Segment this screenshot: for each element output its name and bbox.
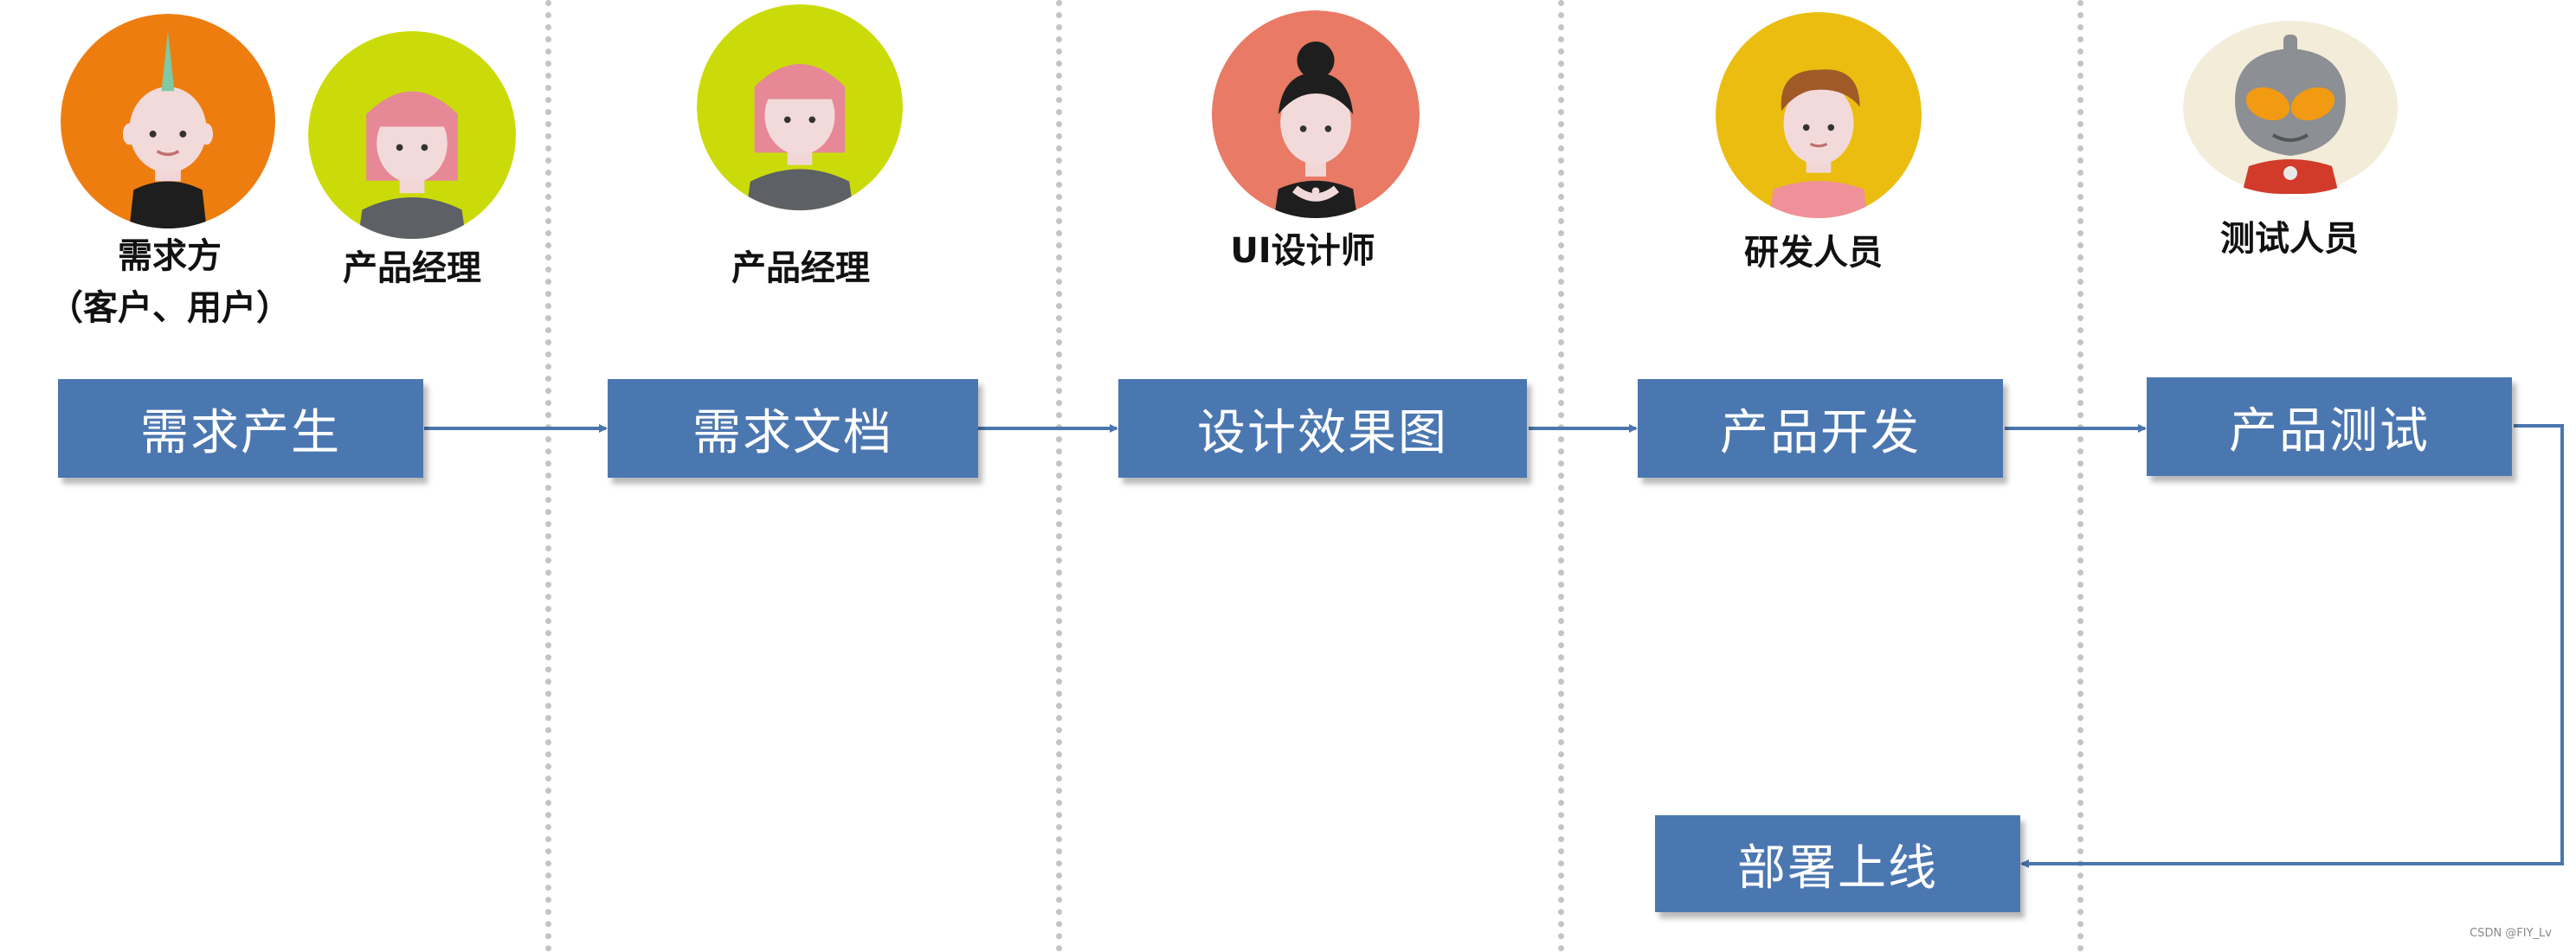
role-label-ui-designer: UI设计师 <box>1230 231 1375 271</box>
column-divider <box>2077 0 2083 952</box>
ui-designer-avatar-icon <box>1212 10 1420 218</box>
step-box-deployment: 部署上线 <box>1655 815 2020 912</box>
step-box-development: 产品开发 <box>1638 379 2003 478</box>
developer-avatar-icon <box>1716 12 1922 218</box>
column-divider <box>1056 0 1062 952</box>
role-label-developer: 研发人员 <box>1744 233 1883 273</box>
role-label-customer: 需求方 （客户、用户） <box>38 230 301 334</box>
role-label-customer-line2: （客户、用户） <box>48 288 291 328</box>
step-box-requirement-origin: 需求产生 <box>58 379 423 478</box>
customer-avatar-icon <box>61 14 275 228</box>
product-manager-avatar-icon <box>308 31 516 239</box>
arrow-s5-s6 <box>2020 424 2564 868</box>
column-divider <box>545 0 551 952</box>
role-label-tester: 测试人员 <box>2220 219 2359 259</box>
role-label-customer-line1: 需求方 <box>118 236 222 276</box>
product-manager-avatar-icon <box>697 4 903 210</box>
watermark: CSDN @FIY_Lv <box>2470 927 2552 940</box>
column-divider <box>1558 0 1564 952</box>
role-label-product-manager: 产品经理 <box>731 248 870 288</box>
tester-robot-avatar-icon <box>2183 21 2399 194</box>
step-box-requirement-doc: 需求文档 <box>608 379 978 478</box>
step-box-testing: 产品测试 <box>2147 377 2512 476</box>
step-box-design-mockup: 设计效果图 <box>1118 379 1527 478</box>
role-label-product-manager: 产品经理 <box>343 248 481 288</box>
